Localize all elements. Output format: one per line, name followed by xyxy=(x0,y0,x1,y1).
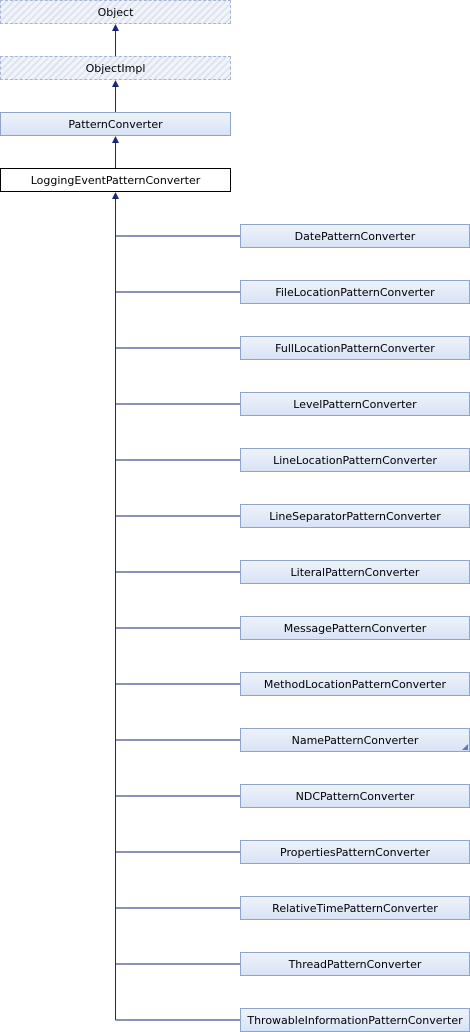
class-node-messagepatternconverter[interactable]: MessagePatternConverter xyxy=(240,616,470,640)
class-label-methodlocationpatternconverter: MethodLocationPatternConverter xyxy=(263,677,447,691)
class-node-datepatternconverter[interactable]: DatePatternConverter xyxy=(240,224,470,248)
inheritance-arrowhead xyxy=(112,136,119,143)
class-node-relativetimepatternconverter[interactable]: RelativeTimePatternConverter xyxy=(240,896,470,920)
children-arrowhead xyxy=(112,192,119,199)
class-node-linelocationpatternconverter[interactable]: LineLocationPatternConverter xyxy=(240,448,470,472)
class-node-levelpatternconverter[interactable]: LevelPatternConverter xyxy=(240,392,470,416)
class-label-ndcpatternconverter: NDCPatternConverter xyxy=(295,789,415,803)
class-label-datepatternconverter: DatePatternConverter xyxy=(294,229,416,243)
class-node-object[interactable]: Object xyxy=(0,0,231,24)
class-label-messagepatternconverter: MessagePatternConverter xyxy=(283,621,427,635)
class-node-filelocationpatternconverter[interactable]: FileLocationPatternConverter xyxy=(240,280,470,304)
class-label-relativetimepatternconverter: RelativeTimePatternConverter xyxy=(272,901,438,915)
class-node-objectimpl[interactable]: ObjectImpl xyxy=(0,56,231,80)
class-label-levelpatternconverter: LevelPatternConverter xyxy=(293,397,417,411)
class-label-throwableinformationpatternconverter: ThrowableInformationPatternConverter xyxy=(247,1013,463,1027)
class-label-lineseparatorpatternconverter: LineSeparatorPatternConverter xyxy=(269,509,441,523)
class-node-patternconverter[interactable]: PatternConverter xyxy=(0,112,231,136)
class-label-threadpatternconverter: ThreadPatternConverter xyxy=(288,957,422,971)
inheritance-arrowhead xyxy=(112,80,119,87)
class-label-objectimpl: ObjectImpl xyxy=(85,61,146,75)
class-node-ndcpatternconverter[interactable]: NDCPatternConverter xyxy=(240,784,470,808)
class-label-loggingeventpatternconverter: LoggingEventPatternConverter xyxy=(30,173,201,187)
class-label-patternconverter: PatternConverter xyxy=(68,117,163,131)
class-label-propertiespatternconverter: PropertiesPatternConverter xyxy=(280,845,430,859)
class-label-fulllocationpatternconverter: FullLocationPatternConverter xyxy=(275,341,435,355)
class-label-namepatternconverter: NamePatternConverter xyxy=(291,733,419,747)
inheritance-arrowhead xyxy=(112,24,119,31)
class-label-filelocationpatternconverter: FileLocationPatternConverter xyxy=(275,285,435,299)
class-node-propertiespatternconverter[interactable]: PropertiesPatternConverter xyxy=(240,840,470,864)
class-label-linelocationpatternconverter: LineLocationPatternConverter xyxy=(273,453,437,467)
class-node-methodlocationpatternconverter[interactable]: MethodLocationPatternConverter xyxy=(240,672,470,696)
class-label-literalpatternconverter: LiteralPatternConverter xyxy=(290,565,420,579)
class-node-lineseparatorpatternconverter[interactable]: LineSeparatorPatternConverter xyxy=(240,504,470,528)
class-node-threadpatternconverter[interactable]: ThreadPatternConverter xyxy=(240,952,470,976)
class-node-loggingeventpatternconverter: LoggingEventPatternConverter xyxy=(0,168,231,192)
class-node-namepatternconverter[interactable]: NamePatternConverter xyxy=(240,728,470,752)
class-label-object: Object xyxy=(97,5,134,19)
class-node-fulllocationpatternconverter[interactable]: FullLocationPatternConverter xyxy=(240,336,470,360)
class-node-throwableinformationpatternconverter[interactable]: ThrowableInformationPatternConverter xyxy=(240,1008,470,1032)
class-node-literalpatternconverter[interactable]: LiteralPatternConverter xyxy=(240,560,470,584)
